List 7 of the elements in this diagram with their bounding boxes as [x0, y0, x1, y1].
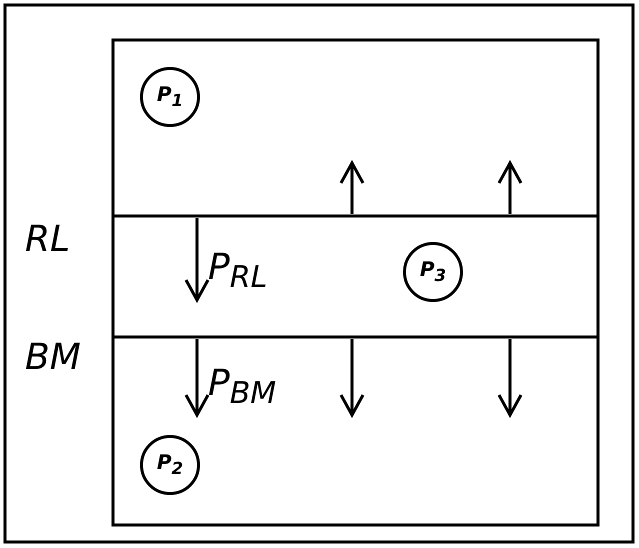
flux-label: P$_{RL}$ — [208, 250, 268, 294]
flux-label: P$_{BM}$ — [208, 366, 276, 410]
node-label: P$_{1}$ — [156, 84, 184, 110]
node-label: P$_{2}$ — [156, 452, 184, 478]
node-label: P$_{3}$ — [420, 259, 446, 285]
layer-label: RL — [25, 222, 70, 258]
layer-label: BM — [25, 340, 81, 376]
